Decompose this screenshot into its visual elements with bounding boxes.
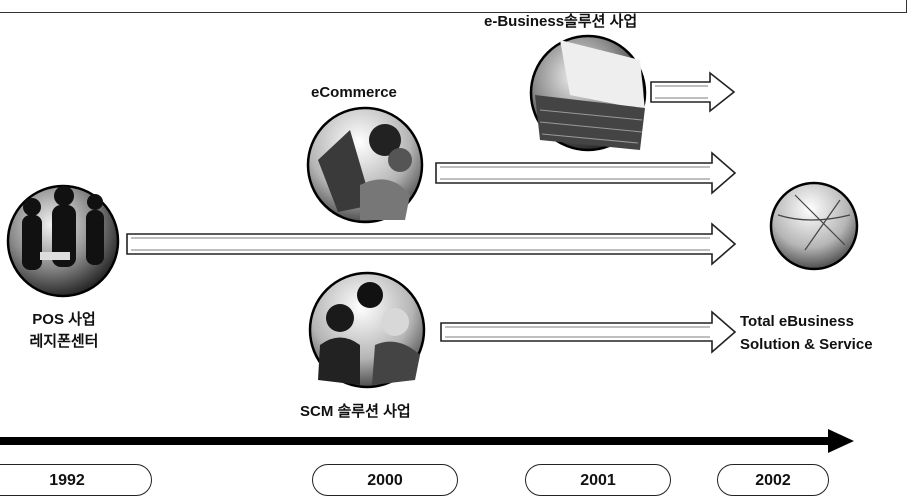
pos-label: POS 사업 레지폰센터 [0,309,128,353]
arrow-scm [440,310,737,354]
timeline-arrow [0,429,854,453]
total-label: Total eBusiness Solution & Service [740,310,873,356]
total-label-line2: Solution & Service [740,336,873,353]
arrow-ecommerce [435,151,737,195]
pos-label-line1: POS 사업 [32,311,96,328]
total-label-line1: Total eBusiness [740,313,854,330]
scm-photo [308,271,426,389]
total-photo [769,181,859,271]
year-2002: 2002 [717,464,829,496]
year-1992: 1992 [0,464,152,496]
pos-photo [6,184,120,298]
pos-label-line2: 레지폰센터 [29,333,99,350]
ebusiness-photo [529,34,647,152]
top-frame-border [0,0,907,13]
ecommerce-photo [306,106,424,224]
year-2001: 2001 [525,464,671,496]
scm-label: SCM 솔루션 사업 [300,403,411,420]
ebusiness-label: e-Business솔루션 사업 [484,13,638,30]
arrow-pos [126,222,737,266]
arrow-ebusiness [650,71,736,113]
ecommerce-label: eCommerce [311,84,397,101]
year-2000: 2000 [312,464,458,496]
